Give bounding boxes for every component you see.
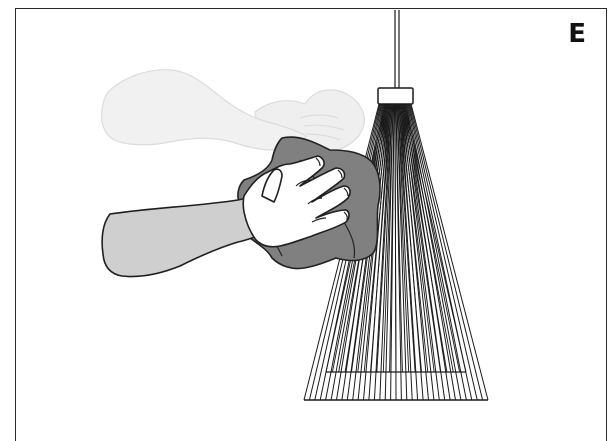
ghost-hand [102,70,365,151]
lamp-rod [407,104,466,400]
lamp-collar [378,88,413,104]
lamp-rod-inner [395,104,396,372]
suspension-cable [395,10,399,88]
